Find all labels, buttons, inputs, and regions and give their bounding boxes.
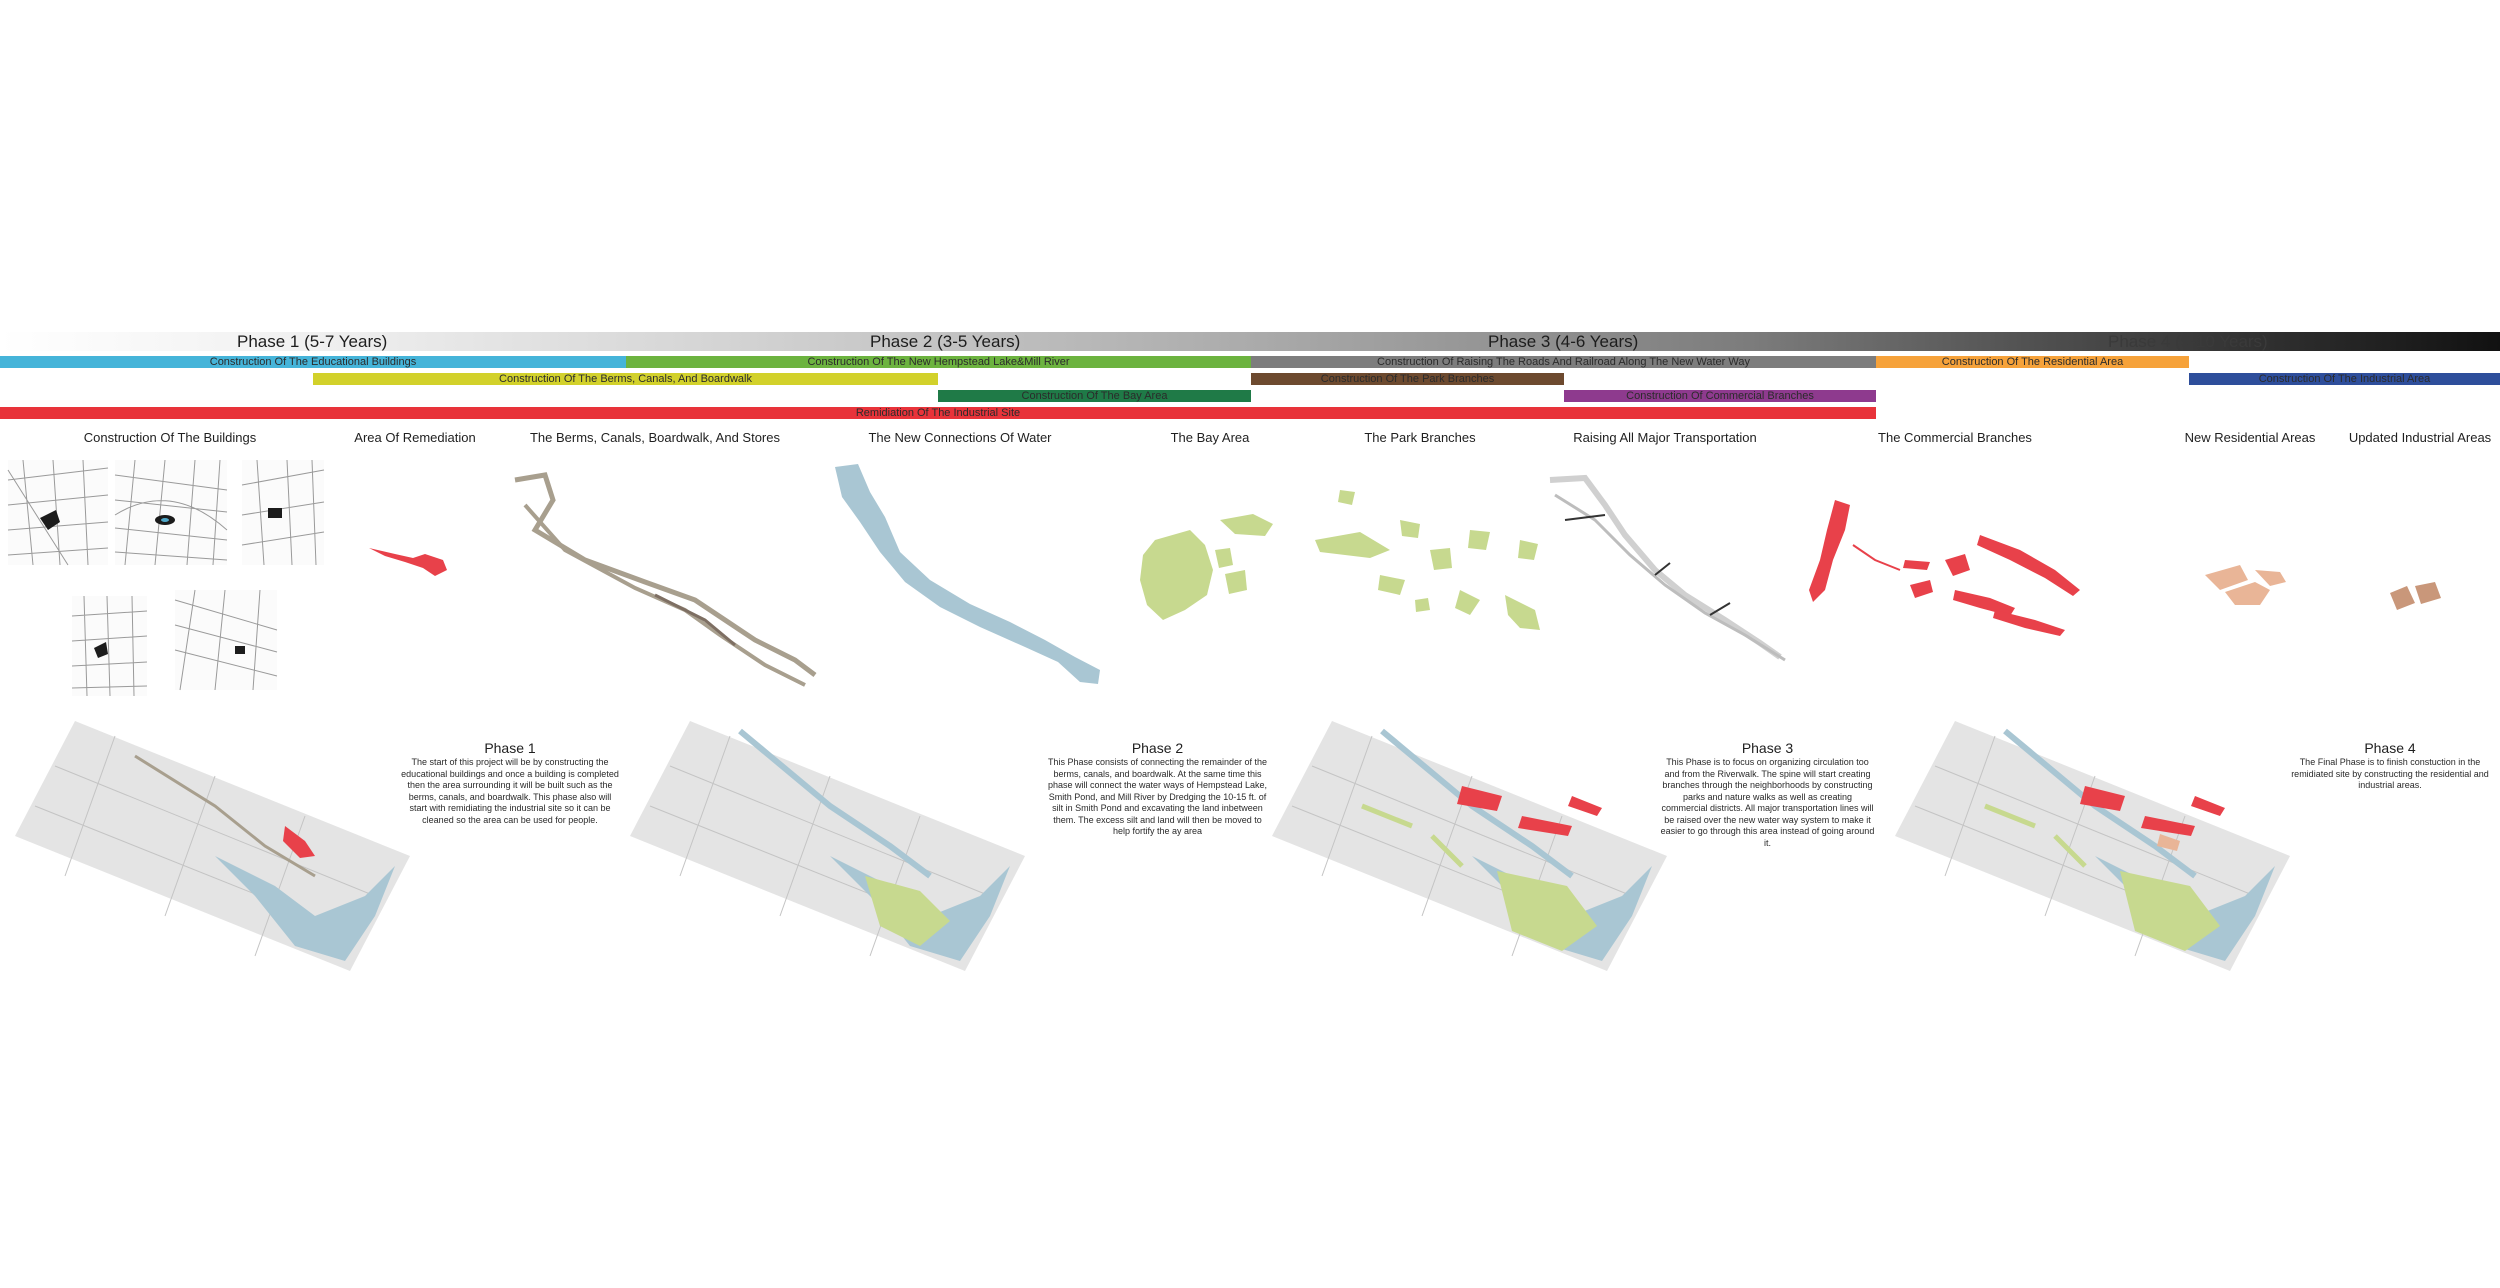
phase-2-label: Phase 2 (3-5 Years) [870, 332, 1021, 351]
phase-3-label: Phase 3 (4-6 Years) [1488, 332, 1639, 351]
bar-park-branches: Construction Of The Park Branches [1251, 373, 1564, 385]
residential-areas-shape [2205, 565, 2286, 605]
phase-1-description: The start of this project will be by con… [401, 757, 619, 825]
phase-3-description: This Phase is to focus on organizing cir… [1660, 757, 1875, 848]
transportation-path [1549, 474, 1786, 662]
commercial-branches-shapes [1809, 500, 2080, 636]
building-map-5 [174, 589, 278, 691]
bar-remediation-industrial-site: Remidiation Of The Industrial Site [0, 407, 1876, 419]
park-branches-shapes [1315, 490, 1540, 630]
building-map-4 [71, 595, 148, 697]
building-map-3 [241, 459, 325, 566]
col-title-buildings: Construction Of The Buildings [83, 430, 257, 445]
col-title-commercial: The Commercial Branches [1878, 430, 2032, 445]
site-axon-phase-2 [630, 721, 1025, 971]
col-title-residential: New Residential Areas [2184, 430, 2316, 445]
col-title-berms: The Berms, Canals, Boardwalk, And Stores [529, 430, 780, 445]
bay-area-shape [1140, 514, 1273, 620]
site-axon-phase-3 [1272, 721, 1667, 971]
phase-3-heading: Phase 3 [1741, 740, 1794, 756]
site-axon-phase-4 [1895, 721, 2290, 971]
phase-1-label: Phase 1 (5-7 Years) [237, 332, 388, 351]
bar-berms-canals-boardwalk: Construction Of The Berms, Canals, And B… [313, 373, 938, 385]
col-title-bay-area: The Bay Area [1170, 430, 1250, 445]
bar-educational-buildings: Construction Of The Educational Building… [0, 356, 626, 368]
phase-2-heading: Phase 2 [1131, 740, 1184, 756]
bar-bay-area: Construction Of The Bay Area [938, 390, 1251, 402]
col-title-park-branches: The Park Branches [1364, 430, 1476, 445]
bar-hempstead-lake-mill-river: Construction Of The New Hempstead Lake&M… [626, 356, 1251, 368]
phase-4-description: The Final Phase is to finish constuction… [2291, 757, 2489, 790]
col-title-transportation: Raising All Major Transportation [1573, 430, 1757, 445]
bar-raising-roads-railroad: Construction Of Raising The Roads And Ra… [1251, 356, 1876, 368]
col-title-remediation: Area Of Remediation [354, 430, 476, 445]
phase-gradient-band [0, 332, 2500, 351]
site-axon-phase-1 [15, 721, 410, 971]
water-connections-shape [835, 464, 1100, 684]
berms-canals-path [514, 472, 817, 687]
industrial-areas-shape [2390, 582, 2441, 610]
building-map-2 [114, 459, 228, 566]
bar-commercial-branches: Construction Of Commercial Branches [1564, 390, 1876, 402]
remediation-area-shape [369, 548, 447, 576]
phase-1-heading: Phase 1 [484, 740, 536, 756]
bar-residential-area: Construction Of The Residential Area [1876, 356, 2189, 368]
col-title-water: The New Connections Of Water [868, 430, 1052, 445]
building-map-1 [7, 459, 109, 566]
phase-4-label: Phase 4 (5-10 Years) [2108, 332, 2268, 351]
phase-4-heading: Phase 4 [2364, 740, 2416, 756]
phase-2-description: This Phase consists of connecting the re… [1047, 757, 1268, 836]
bar-industrial-area: Construction Of The Industrial Area [2189, 373, 2500, 385]
col-title-industrial: Updated Industrial Areas [2348, 430, 2492, 445]
